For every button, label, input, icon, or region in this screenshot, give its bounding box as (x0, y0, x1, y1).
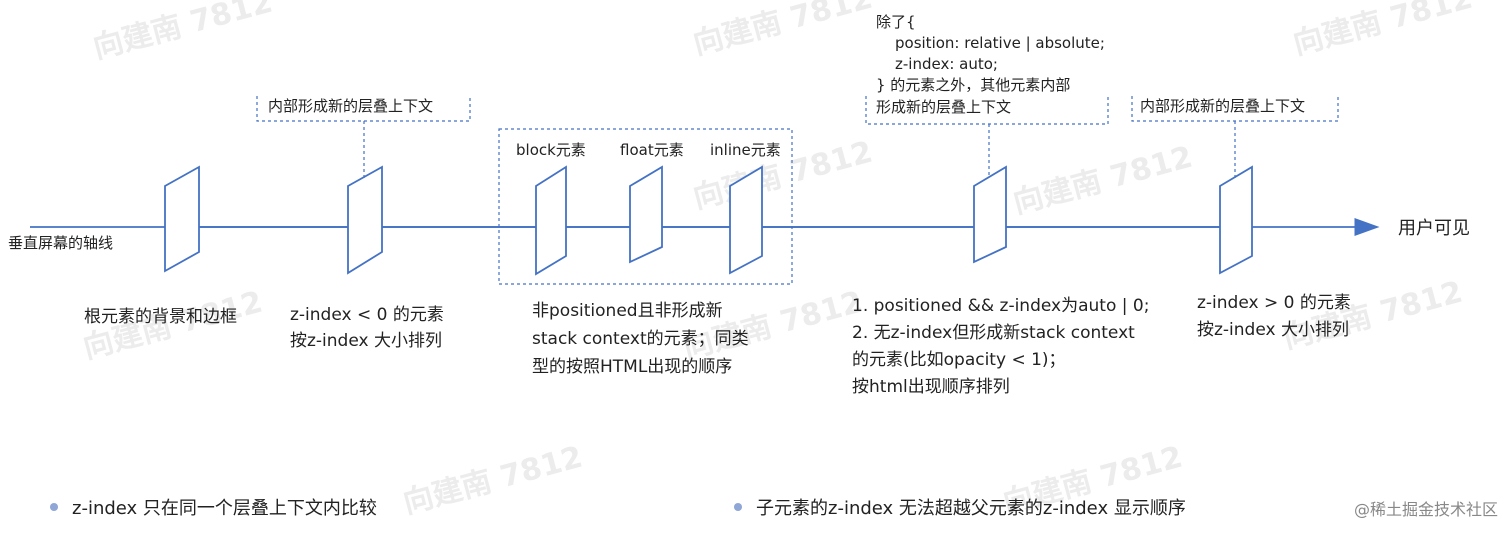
footer-credit: @稀土掘金技术社区 (1353, 500, 1498, 519)
caption-group-line3: 型的按照HTML出现的顺序 (532, 357, 733, 377)
caption-zero-z-line2: 2. 无z-index但形成新stack context (852, 323, 1135, 343)
bullet-text: 子元素的z-index 无法超越父元素的z-index 显示顺序 (756, 498, 1186, 519)
bullet-text: z-index 只在同一个层叠上下文内比较 (72, 498, 377, 519)
caption-negative-z-line2: 按z-index 大小排列 (290, 331, 442, 351)
plane-negative-z (347, 165, 383, 275)
plane-zero-z (973, 165, 1007, 264)
axis-left-label: 垂直屏幕的轴线 (8, 234, 114, 252)
bullet-item: z-index 只在同一个层叠上下文内比较 (50, 496, 377, 522)
label-inline: inline元素 (710, 141, 781, 159)
note-except-line1: 除了{ (876, 13, 916, 31)
callout-bracket (256, 96, 471, 122)
group-dotted-box (498, 128, 793, 285)
note-except-line3: z-index: auto; (895, 55, 998, 73)
label-float: float元素 (620, 141, 684, 159)
plane-positive-z (1219, 165, 1253, 275)
caption-group-line1: 非positioned且非形成新 (532, 301, 723, 321)
note-except-line2: position: relative | absolute; (895, 34, 1105, 52)
caption-zero-z-line4: 按html出现顺序排列 (852, 377, 1010, 397)
plane-float (629, 165, 663, 264)
plane-block (535, 165, 567, 276)
bullet-dot-icon (734, 503, 742, 511)
caption-root: 根元素的背景和边框 (84, 307, 237, 327)
caption-group-line2: stack context的元素；同类 (532, 329, 749, 349)
caption-zero-z-line3: 的元素(比如opacity < 1)； (852, 350, 1066, 370)
label-block: block元素 (516, 141, 586, 159)
plane-inline (729, 165, 763, 275)
bullet-item: 子元素的z-index 无法超越父元素的z-index 显示顺序 (734, 496, 1186, 522)
caption-zero-z-line1: 1. positioned && z-index为auto | 0; (852, 296, 1150, 316)
axis-right-label: 用户可见 (1398, 218, 1470, 239)
note-except-line5: 形成新的层叠上下文 (876, 98, 1012, 116)
callout-bracket (865, 96, 1109, 125)
caption-positive-z-line2: 按z-index 大小排列 (1197, 320, 1349, 340)
note-new-context: 内部形成新的层叠上下文 (1140, 97, 1306, 115)
caption-negative-z-line1: z-index < 0 的元素 (290, 305, 444, 325)
plane-root (164, 165, 200, 273)
note-new-context: 内部形成新的层叠上下文 (268, 97, 434, 115)
bullet-dot-icon (50, 503, 58, 511)
caption-positive-z-line1: z-index > 0 的元素 (1197, 293, 1351, 313)
note-except-line4: } 的元素之外，其他元素内部 (876, 76, 1071, 94)
